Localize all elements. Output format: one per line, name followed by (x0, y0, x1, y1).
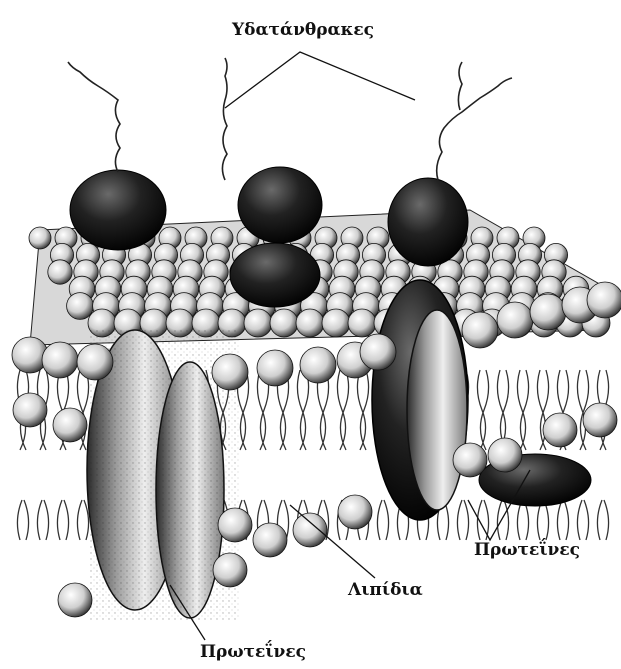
lipid-tail (557, 370, 568, 540)
lipid-head (48, 260, 72, 284)
surface-protein-middle (238, 167, 322, 243)
lipid-tail (57, 370, 68, 540)
lipid-head (583, 403, 617, 437)
lipid-head (296, 309, 324, 337)
integral-protein-right-front (407, 310, 467, 510)
lipid-head (212, 354, 248, 390)
lipid-head (587, 282, 621, 318)
lipid-tail (577, 370, 588, 540)
lipid-head (338, 495, 372, 529)
lipid-head (300, 347, 336, 383)
carbohydrate-chains (68, 58, 512, 180)
lipid-head (42, 342, 78, 378)
lipid-head (270, 309, 298, 337)
lipid-head (67, 293, 94, 320)
carbohydrate-chain-right (437, 62, 512, 180)
lipid-head (29, 227, 51, 249)
surface-protein-center (230, 243, 320, 307)
lipid-head (77, 344, 113, 380)
carbohydrate-chain-left (68, 62, 120, 172)
lipid-head (213, 553, 247, 587)
lipid-tail (257, 370, 268, 540)
lipid-head (257, 350, 293, 386)
label-carbohydrates: Υδατάνθρακες (232, 20, 374, 40)
lipid-head (244, 309, 272, 337)
carbohydrate-chain-middle (222, 58, 227, 180)
lipid-head (58, 583, 92, 617)
lipid-head (218, 508, 252, 542)
lipid-head (530, 294, 566, 330)
lipid-tail (317, 370, 328, 540)
label-proteins-right: Πρωτεΐνες (474, 540, 580, 560)
lipid-head (293, 513, 327, 547)
lipid-head (53, 408, 87, 442)
lipid-head (462, 312, 498, 348)
lipid-head (453, 443, 487, 477)
lipid-head (497, 302, 533, 338)
lipid-head (348, 309, 376, 337)
label-proteins-bottom: Πρωτεΐνες (200, 642, 306, 662)
leader-carbohydrates (225, 52, 415, 108)
surface-protein-left (70, 170, 166, 250)
lipid-head (253, 523, 287, 557)
lipid-head (13, 393, 47, 427)
lipid-head (543, 413, 577, 447)
surface-protein-right (388, 178, 468, 266)
lipid-tail (597, 370, 608, 540)
lipid-head (360, 334, 396, 370)
lipid-head (488, 438, 522, 472)
lipid-head (322, 309, 350, 337)
lipid-tail (277, 370, 288, 540)
label-lipids: Λιπίδια (348, 580, 423, 600)
